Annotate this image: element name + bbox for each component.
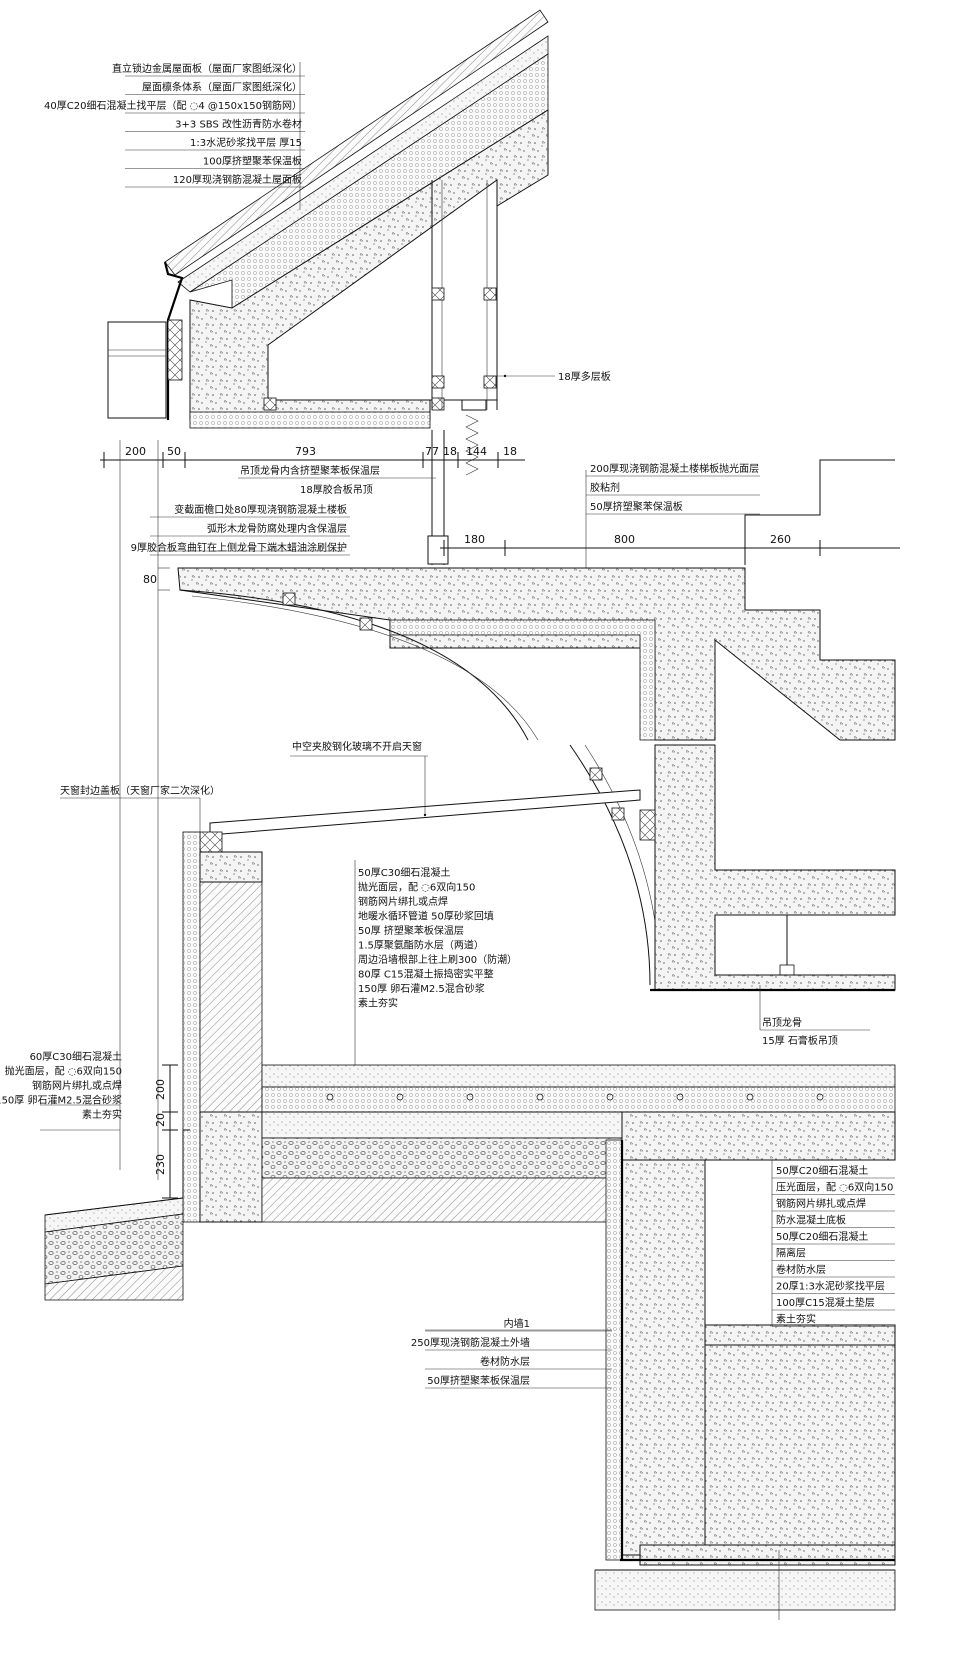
dim-18b: 18 <box>503 445 517 458</box>
basement-label-1: 压光面层，配 ◌6双向150 <box>776 1181 893 1194</box>
basement-label-2: 钢筋网片绑扎或点焊 <box>776 1197 866 1210</box>
stair-label-2: 50厚挤塑聚苯保温板 <box>590 500 683 513</box>
dim-50: 50 <box>167 445 181 458</box>
floor-label-0: 50厚C30细石混凝土 <box>358 866 450 879</box>
floor-concrete <box>261 1111 623 1139</box>
roof-label-5: 100厚挤塑聚苯保温板 <box>203 155 302 168</box>
floor-label-2: 钢筋网片绑扎或点焊 <box>358 895 448 908</box>
basement-inner-wall <box>621 1159 706 1556</box>
dim-144: 144 <box>466 445 487 458</box>
floor-label-7: 80厚 C15混凝土振捣密实平整 <box>358 968 494 981</box>
skylight-section: 吊顶龙骨 15厚 石膏板吊顶 中空夹胶钢化玻璃不开启天窗 天窗封边盖板（天窗厂家… <box>60 740 896 1223</box>
floor-label-4: 50厚 挤塑聚苯板保温层 <box>358 924 464 937</box>
skylight-cap-label: 天窗封边盖板（天窗厂家二次深化） <box>60 784 220 797</box>
floor-label-1: 抛光面层，配 ◌6双向150 <box>358 881 475 894</box>
roof-label-4: 1:3水泥砂浆找平层 厚15 <box>190 136 302 149</box>
roof-section: 18厚多层板 直立锁边金属屋面板（屋面厂家图纸深化） 屋面檩条体系（屋面厂家图纸深… <box>44 9 611 565</box>
basement-label-6: 卷材防水层 <box>776 1263 826 1276</box>
gutter-block <box>167 319 183 381</box>
dim-200: 200 <box>125 445 146 458</box>
heating-pipes <box>326 1093 824 1101</box>
roof-label-2: 40厚C20细石混凝土找平层（配 ◌4 @150x150钢筋网） <box>44 99 302 112</box>
floor-label-3: 地暖水循环管道 50厚砂浆回填 <box>358 910 494 923</box>
exterior-soil <box>44 1265 184 1301</box>
basement-label-4: 50厚C20细石混凝土 <box>776 1230 868 1243</box>
left-wall-insulation <box>182 831 201 1223</box>
window-frame <box>427 180 498 565</box>
floor-screed <box>261 1064 896 1088</box>
dim-left-230: 230 <box>154 1154 167 1175</box>
basement-label-3: 防水混凝土底板 <box>776 1214 846 1227</box>
left-wall-concrete <box>199 851 263 1113</box>
basement-label-9: 素土夯实 <box>776 1313 816 1326</box>
exterior-label-1: 抛光面层，配 ◌6双向150 <box>5 1065 122 1078</box>
eave-box <box>107 321 167 419</box>
wall-label-1: 250厚现浇钢筋混凝土外墙 <box>411 1336 530 1349</box>
floor-label-9: 素土夯实 <box>358 997 398 1010</box>
basement-label-8: 100厚C15混凝土垫层 <box>776 1296 875 1309</box>
stair-steps <box>744 459 895 565</box>
wall-label-2: 卷材防水层 <box>480 1355 530 1368</box>
floor-label-5: 1.5厚聚氨酯防水层（两道） <box>358 939 484 952</box>
floor-label-8: 150厚 卵石灌M2.5混合砂浆 <box>358 982 485 995</box>
dimension-line-top: 200 50 793 77 18 144 18 <box>100 445 525 468</box>
plywood-ceiling-label: 18厚胶合板吊顶 <box>300 483 373 496</box>
roof-label-3: 3+3 SBS 改性沥青防水卷材 <box>175 118 302 131</box>
ceiling-board <box>189 411 431 429</box>
eave-label-1: 弧形木龙骨防腐处理内含保温层 <box>207 522 347 535</box>
exterior-label-2: 钢筋网片绑扎或点焊 <box>32 1079 122 1092</box>
wall-label-0: 内墙1 <box>504 1317 530 1330</box>
multilayer-board-label: 18厚多层板 <box>558 370 611 383</box>
dim-18a: 18 <box>443 445 457 458</box>
basement-label-7: 20厚1:3水泥砂浆找平层 <box>776 1280 885 1293</box>
left-wall-lower <box>199 1111 263 1223</box>
dim-180: 180 <box>464 533 485 546</box>
floor-gravel <box>261 1137 623 1179</box>
dim-80: 80 <box>143 573 157 586</box>
dim-left-200: 200 <box>154 1079 167 1100</box>
roof-label-6: 120厚现浇钢筋混凝土屋面板 <box>173 173 302 186</box>
dim-left-20: 20 <box>154 1113 167 1127</box>
eave-label-0: 变截面檐口处80厚现浇钢筋混凝土楼板 <box>174 503 347 516</box>
roof-label-0: 直立锁边金属屋面板（屋面厂家图纸深化） <box>112 62 302 75</box>
basement-label-0: 50厚C20细石混凝土 <box>776 1164 868 1177</box>
exterior-label-3: 150厚 卵石灌M2.5混合砂浆 <box>0 1094 122 1107</box>
exterior-label-4: 素土夯实 <box>82 1108 122 1121</box>
metal-roof-panel <box>164 9 549 276</box>
skylight-glass-label: 中空夹胶钢化玻璃不开启天窗 <box>292 740 422 753</box>
dim-260: 260 <box>770 533 791 546</box>
floor-soil <box>261 1177 623 1223</box>
roof-label-1: 屋面檩条体系（屋面厂家图纸深化） <box>142 81 302 94</box>
ceiling-keel-label: 吊顶龙骨 <box>762 1016 802 1029</box>
exterior-label-0: 60厚C30细石混凝土 <box>30 1050 122 1063</box>
wall-label-3: 50厚挤塑聚苯板保温层 <box>427 1374 530 1387</box>
floor-heating-layer <box>261 1086 896 1113</box>
dim-77: 77 <box>425 445 439 458</box>
stair-label-1: 胶粘剂 <box>590 481 620 494</box>
roof-label-group: 直立锁边金属屋面板（屋面厂家图纸深化） 屋面檩条体系（屋面厂家图纸深化） 40厚C2… <box>44 62 305 188</box>
basement-base-slab <box>594 1569 896 1611</box>
basement-label-5: 隔离层 <box>776 1247 806 1260</box>
stair-insulation <box>389 619 656 741</box>
dim-793: 793 <box>295 445 316 458</box>
floor-label-6: 周边沿墙根部上往上刷300（防潮） <box>358 953 517 966</box>
ceiling-insulation-label: 吊顶龙骨内含挤塑聚苯板保温层 <box>240 464 380 477</box>
dim-800: 800 <box>614 533 635 546</box>
eave-label-2: 9厚胶合板弯曲钉在上侧龙骨下端木蜡油涂刷保护 <box>131 541 347 554</box>
skylight-right-wall <box>654 744 896 991</box>
stair-label-0: 200厚现浇钢筋混凝土楼梯板抛光面层 <box>590 462 759 475</box>
arc-ceiling <box>179 589 529 741</box>
gypsum-ceiling-label: 15厚 石膏板吊顶 <box>762 1034 838 1047</box>
